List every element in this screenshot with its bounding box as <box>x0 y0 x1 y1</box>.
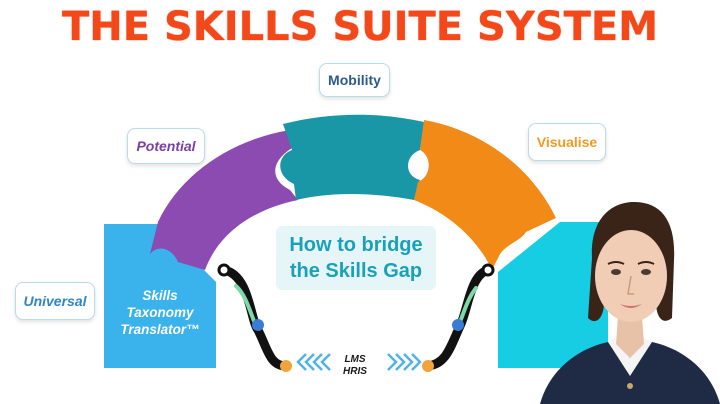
diagram-title: THE SKILLS SUITE SYSTEM <box>61 4 659 50</box>
potential-tag: Potential <box>127 128 205 164</box>
presenter-photo <box>540 202 720 404</box>
arch-segment-orange <box>414 120 556 270</box>
left-block-line-2: Taxonomy <box>126 305 194 320</box>
universal-tag: Universal <box>15 282 95 320</box>
center-line-1: How to bridge <box>289 234 423 256</box>
lms-hris-label: LMS HRIS <box>338 354 372 378</box>
left-block-line-1: Skills <box>142 288 178 303</box>
bridge-skills-gap-box: How to bridge the Skills Gap <box>276 226 436 290</box>
left-chevrons <box>296 353 331 371</box>
right-connector <box>423 265 493 371</box>
right-block <box>498 222 608 368</box>
lms-label: LMS <box>344 354 366 365</box>
skills-taxonomy-translator-label: Skills Taxonomy Translator™ <box>104 287 216 338</box>
mobility-tag: Mobility <box>319 63 390 97</box>
arch-segment-purple <box>150 130 298 270</box>
center-line-2: the Skills Gap <box>289 260 423 282</box>
arch-segment-teal <box>280 114 424 200</box>
right-chevrons <box>387 353 422 371</box>
visualise-tag: Visualise <box>528 123 606 161</box>
hris-label: HRIS <box>343 366 367 377</box>
left-block-line-3: Translator™ <box>120 322 200 337</box>
